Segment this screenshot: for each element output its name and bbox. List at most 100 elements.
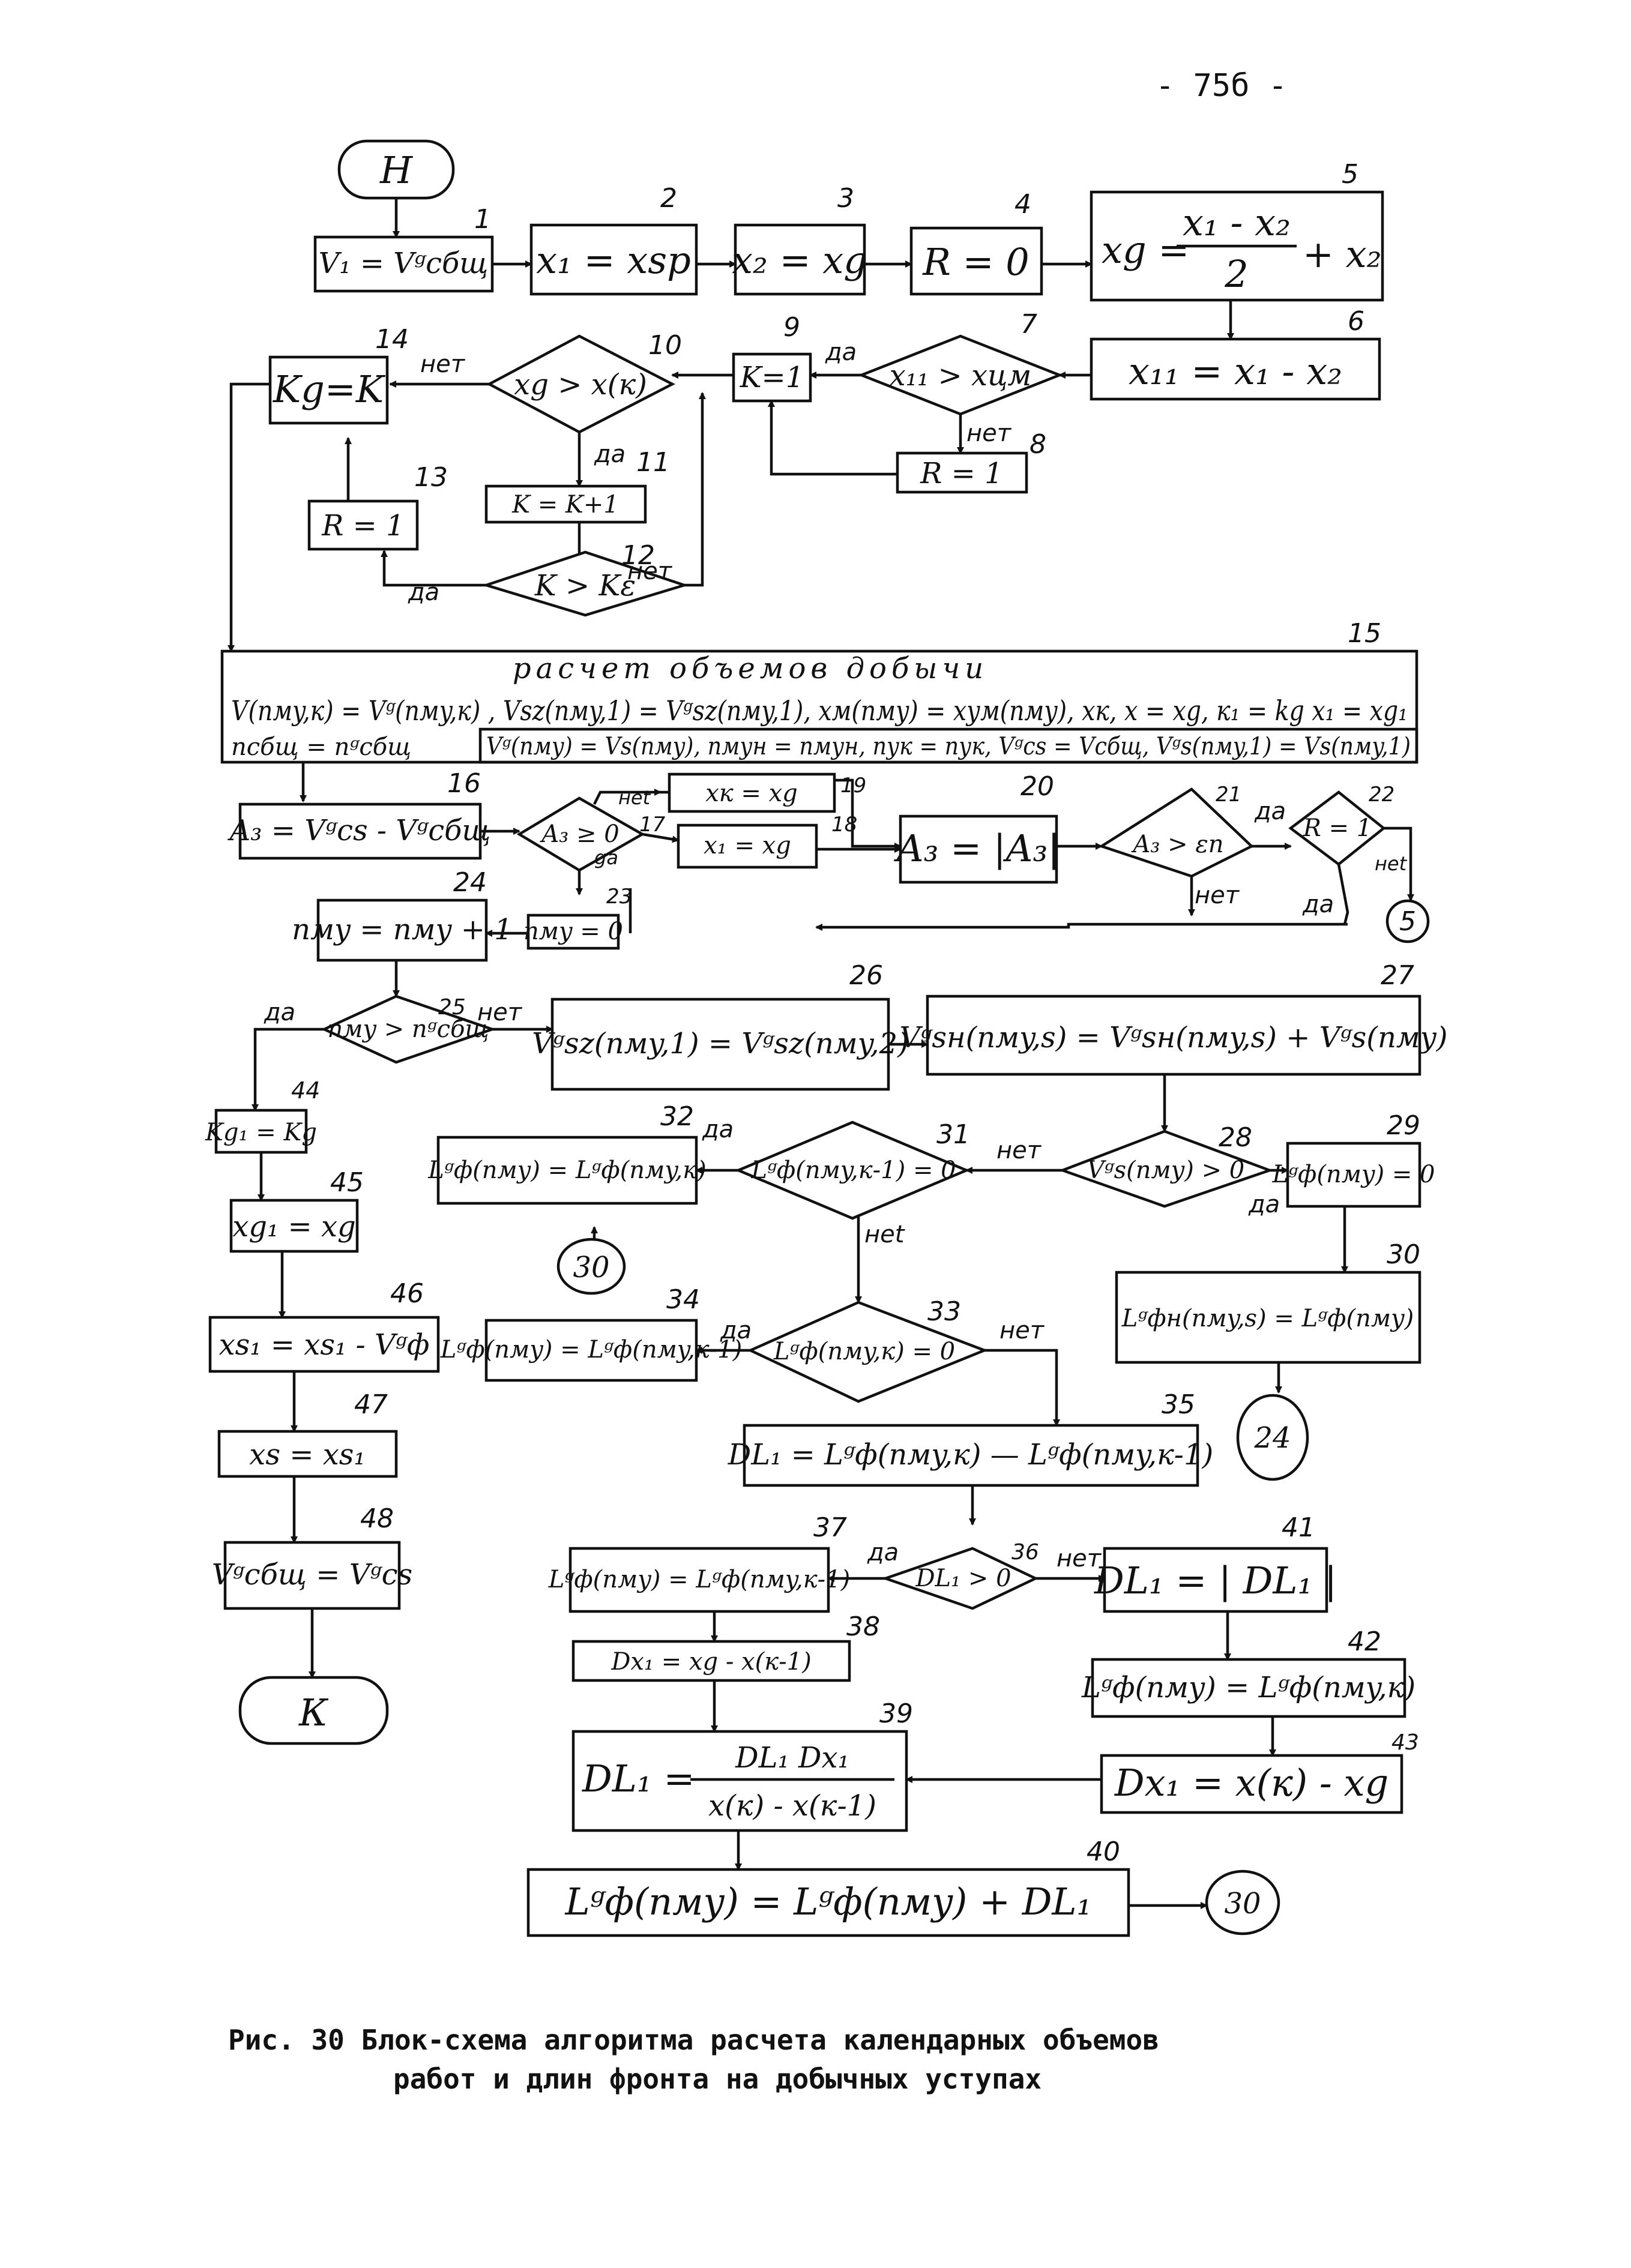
block-23: nмy = 0 23 (523, 885, 632, 950)
svg-text:Vᵍs(nмy) > 0: Vᵍs(nмy) > 0 (1087, 1157, 1245, 1184)
svg-text:18: 18 (831, 813, 857, 837)
label-no: нет (999, 1317, 1045, 1344)
start-terminal: Н (337, 139, 455, 200)
svg-text:38: 38 (846, 1611, 880, 1642)
svg-text:Lᵍф(nмy) = Lᵍф(nмy,к-1): Lᵍф(nмy) = Lᵍф(nмy,к-1) (548, 1566, 850, 1593)
block-25-decision: nмy > nᵍсбщ 25 (321, 994, 496, 1064)
figure-caption: Рис. 30 Блок-схема алгоритма расчета кал… (228, 2024, 1159, 2095)
svg-text:A₃ = |A₃|: A₃ = |A₃| (894, 826, 1060, 870)
svg-text:5: 5 (1399, 906, 1416, 937)
svg-text:K = K+1: K = K+1 (511, 491, 619, 519)
svg-text:6: 6 (1348, 306, 1364, 337)
svg-text:Lᵍф(nмy,к) = 0: Lᵍф(nмy,к) = 0 (773, 1338, 955, 1365)
svg-text:44: 44 (291, 1077, 320, 1104)
block-35: DL₁ = Lᵍф(nмy,к) — Lᵍф(nмy,к-1) 35 (728, 1389, 1214, 1487)
svg-text:xs = xs₁: xs = xs₁ (249, 1438, 365, 1472)
block-41: DL₁ = | DL₁ | 41 (1094, 1512, 1337, 1613)
block-47: xs = xs₁ 47 (217, 1389, 398, 1478)
connector-24: 24 (1236, 1394, 1309, 1481)
svg-text:x₁ - x₂: x₁ - x₂ (1183, 200, 1291, 244)
svg-text:DL₁ > 0: DL₁ > 0 (915, 1565, 1011, 1592)
svg-text:A₃ = Vᵍcs - Vᵍсбщ: A₃ = Vᵍcs - Vᵍсбщ (228, 814, 491, 847)
branch-labels: да нет нет да нет да неt ga да неt нет д… (264, 338, 1408, 1572)
svg-text:x₁ = xg: x₁ = xg (704, 832, 791, 859)
svg-text:29: 29 (1387, 1110, 1420, 1141)
block-13: R = 1 13 (307, 462, 448, 551)
block-5: xg = x₁ - x₂ 2 + x₂ 5 (1090, 159, 1384, 302)
svg-text:DL₁ = | DL₁ |: DL₁ = | DL₁ | (1094, 1559, 1337, 1602)
svg-text:37: 37 (813, 1512, 847, 1543)
svg-text:DL₁ = Lᵍф(nмy,к) — Lᵍф(nмy,к-1: DL₁ = Lᵍф(nмy,к) — Lᵍф(nмy,к-1) (728, 1438, 1214, 1472)
block-22-decision: R = 1 22 (1288, 783, 1394, 866)
svg-text:xg₁ = xg: xg₁ = xg (232, 1210, 356, 1244)
block-33-decision: Lᵍф(nмy,к) = 0 33 (747, 1296, 989, 1403)
block-21-decision: A₃ > εп 21 (1098, 783, 1254, 878)
block-2: x₁ = xsp 2 (529, 183, 698, 296)
svg-text:V(nмy,к) = Vᵍ(nмy,к) , Vsz(nмy: V(nмy,к) = Vᵍ(nмy,к) , Vsz(nмy,1) = Vᵍsz… (231, 694, 1408, 727)
svg-text:7: 7 (1021, 309, 1037, 340)
block-17-decision: A₃ ≥ 0 17 (516, 796, 666, 872)
svg-text:21: 21 (1216, 783, 1241, 807)
block-8: R = 1 8 (896, 429, 1046, 494)
svg-text:40: 40 (1087, 1836, 1120, 1867)
svg-text:2: 2 (1224, 252, 1248, 296)
svg-text:20: 20 (1021, 771, 1054, 802)
flow-lines (228, 198, 1414, 1909)
svg-text:R = 1: R = 1 (920, 457, 1002, 490)
label-yes: да (594, 441, 626, 468)
svg-text:39: 39 (879, 1698, 913, 1729)
svg-text:nмy = 0: nмy = 0 (523, 918, 623, 945)
label-yes: да (720, 1317, 752, 1344)
svg-text:25: 25 (438, 995, 466, 1020)
label-no: неt (618, 786, 651, 809)
block-27: Vᵍsн(nмy,s) = Vᵍsн(nмy,s) + Vᵍs(nмy) 27 (899, 960, 1448, 1076)
svg-text:Lᵍфн(nмy,s) = Lᵍф(nмy): Lᵍфн(nмy,s) = Lᵍф(nмy) (1121, 1305, 1414, 1332)
block-1: V₁ = Vᵍсбщ 1 (313, 204, 494, 293)
svg-text:8: 8 (1030, 429, 1046, 460)
svg-text:Vᵍсбщ = Vᵍcs: Vᵍсбщ = Vᵍcs (212, 1558, 412, 1592)
block-42: Lᵍф(nмy) = Lᵍф(nмy,к) 42 (1081, 1626, 1415, 1718)
label-no: нет (966, 420, 1012, 447)
svg-text:Lᵍф(nмy) = Lᵍф(nмy,к-1): Lᵍф(nмy) = Lᵍф(nмy,к-1) (440, 1336, 742, 1364)
block-6: x₁₁ = x₁ - x₂ 6 (1090, 306, 1381, 401)
svg-text:xg > x(к): xg > x(к) (514, 368, 647, 402)
svg-text:27: 27 (1381, 960, 1414, 991)
svg-text:Dx₁ = x(к) - xg: Dx₁ = x(к) - xg (1114, 1761, 1388, 1805)
svg-text:Vᵍ(nмy) = Vs(nмy), nмун = nмун: Vᵍ(nмy) = Vs(nмy), nмун = nмун, nук = nу… (486, 733, 1411, 760)
svg-text:x₁₁ = x₁ - x₂: x₁₁ = x₁ - x₂ (1129, 349, 1342, 393)
block-18: x₁ = xg 18 (677, 813, 857, 869)
svg-text:3: 3 (837, 183, 854, 214)
svg-text:24: 24 (453, 867, 487, 898)
block-30: Lᵍфн(nмy,s) = Lᵍф(nмy) 30 (1115, 1239, 1421, 1364)
svg-text:45: 45 (330, 1167, 364, 1198)
svg-text:Рис. 30 Блок-схема алгоритма р: Рис. 30 Блок-схема алгоритма расчета кал… (228, 2024, 1159, 2056)
label-no: нет (996, 1137, 1042, 1164)
block-4: R = 0 4 (909, 189, 1043, 296)
svg-text:DL₁ =: DL₁ = (582, 1757, 695, 1800)
svg-text:Vᵍsн(nмy,s) = Vᵍsн(nмy,s) + Vᵍ: Vᵍsн(nмy,s) = Vᵍsн(nмy,s) + Vᵍs(nмy) (899, 1021, 1447, 1054)
block-14: Kg=K 14 (268, 324, 409, 425)
label-no: неt (1375, 852, 1408, 875)
block-36-decision: DL₁ > 0 36 (881, 1540, 1039, 1610)
svg-text:nмy = nмy + 1: nмy = nмy + 1 (292, 913, 513, 946)
svg-text:36: 36 (1011, 1540, 1039, 1565)
block-31-decision: Lᵍф(nмy,к-1) = 0 31 (735, 1119, 970, 1220)
page-number: - 75б - (1156, 68, 1287, 104)
svg-text:V₁ = Vᵍсбщ: V₁ = Vᵍсбщ (319, 247, 489, 280)
svg-text:расчет объемов добычи: расчет объемов добычи (513, 652, 988, 685)
block-12-decision: K > Kε 12 (481, 540, 689, 617)
svg-text:Lᵍф(nмy) = Lᵍф(nмy,к): Lᵍф(nмy) = Lᵍф(nмy,к) (427, 1157, 706, 1184)
label-yes: да (408, 579, 439, 606)
svg-text:11: 11 (636, 447, 670, 478)
svg-text:x(к) - x(к-1): x(к) - x(к-1) (708, 1789, 876, 1823)
block-10-decision: xg > x(к) 10 (486, 330, 682, 434)
svg-text:32: 32 (660, 1101, 694, 1132)
block-20: A₃ = |A₃| 20 (894, 771, 1060, 884)
block-29: Lᵍф(nмy) = 0 29 (1272, 1110, 1435, 1208)
block-26: Vᵍsz(nмy,1) = Vᵍsz(nмy,2) 26 (532, 960, 909, 1091)
block-19: xк = xg 19 (668, 772, 866, 813)
svg-text:xs₁ = xs₁ - Vᵍф: xs₁ = xs₁ - Vᵍф (219, 1328, 430, 1362)
svg-text:Dx₁ = xg - x(к-1): Dx₁ = xg - x(к-1) (610, 1648, 811, 1676)
svg-text:x₁ = xsp: x₁ = xsp (536, 238, 691, 282)
